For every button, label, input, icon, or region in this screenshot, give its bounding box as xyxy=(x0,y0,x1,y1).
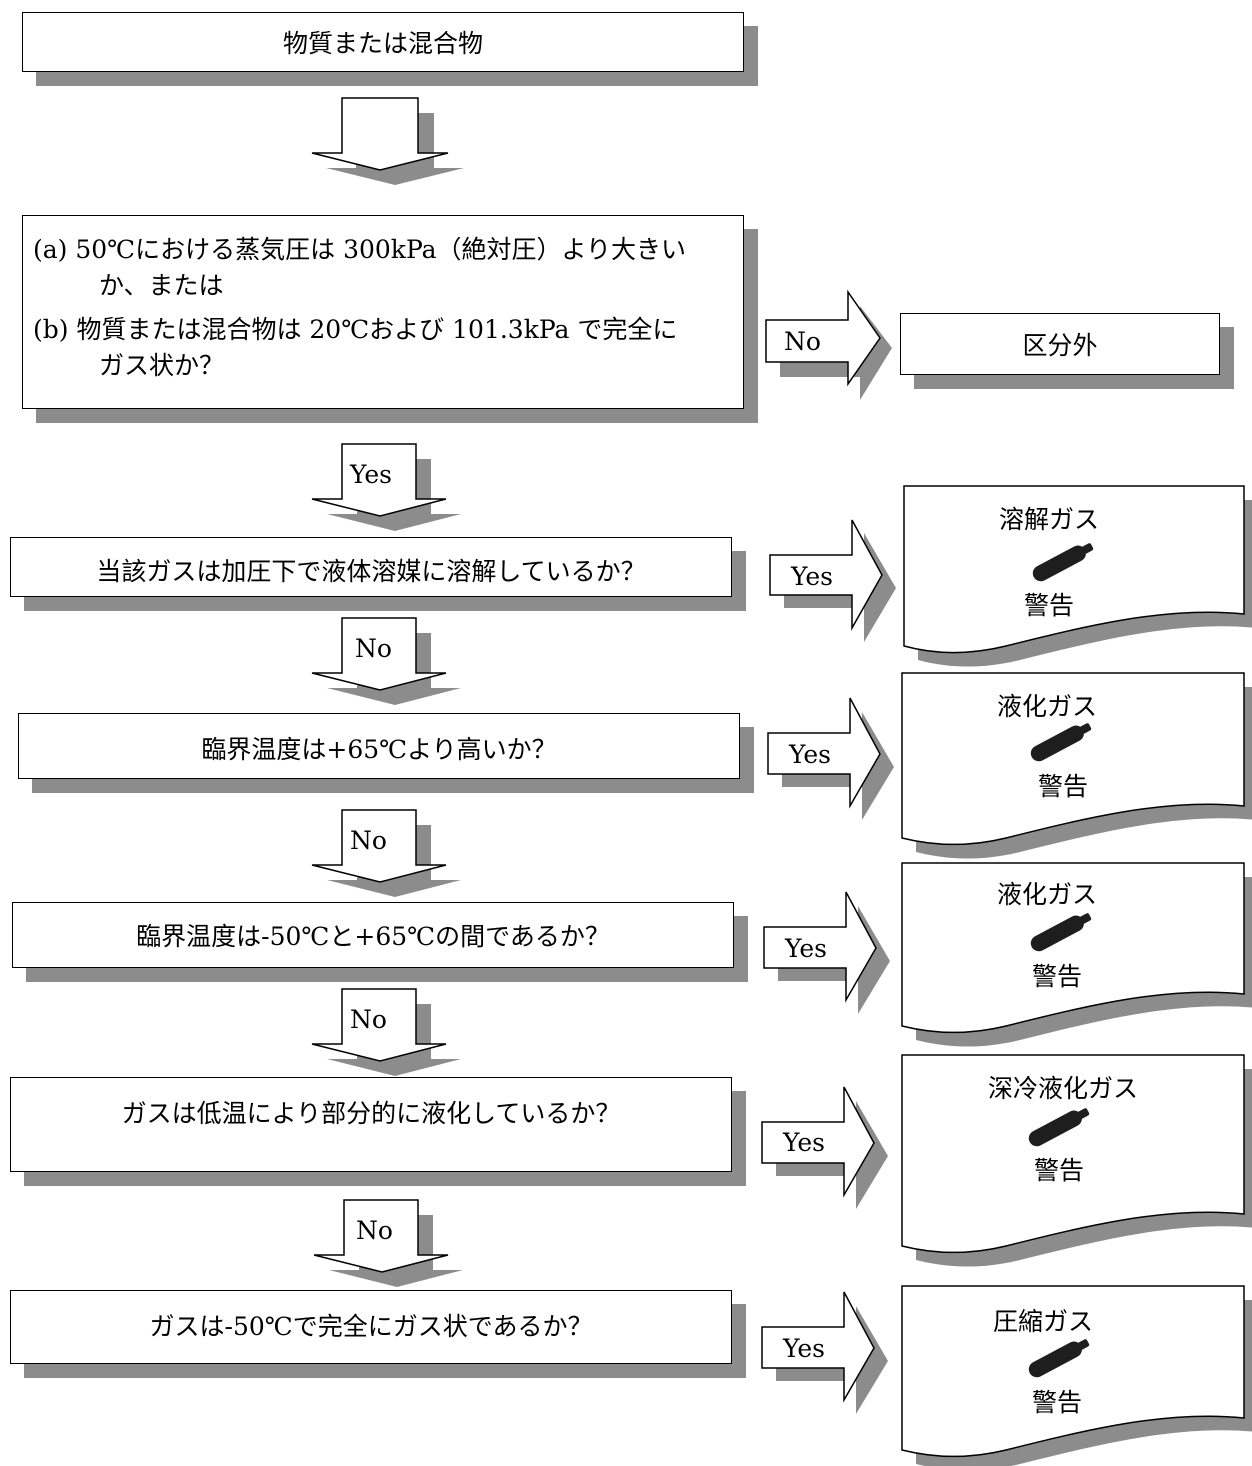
result-signal-3: 警告 xyxy=(1031,962,1082,991)
result-title-2: 液化ガス xyxy=(996,692,1097,721)
question-box-refrigerated: ガスは低温により部分的に液化しているか？ xyxy=(10,1077,732,1172)
right-arrow-yes-4 xyxy=(761,1086,888,1209)
start-box-label: 物質または混合物 xyxy=(282,29,483,58)
start-box: 物質または混合物 xyxy=(22,12,744,72)
question-text-compressed: ガスは-50℃で完全にガス状であるか？ xyxy=(149,1312,593,1341)
arrow-label-yes-4: Yes xyxy=(783,1128,825,1157)
arrow-label-no-1: No xyxy=(355,634,392,663)
question-box-critical-high: 臨界温度は+65℃より高いか？ xyxy=(18,713,740,779)
result-title-4: 深冷液化ガス xyxy=(987,1074,1138,1103)
question-text-critical-range: 臨界温度は-50℃と+65℃の間であるか？ xyxy=(136,922,610,951)
question-text-critical-high: 臨界温度は+65℃より高いか？ xyxy=(201,735,557,764)
main-question-line-1: (a) 50℃における蒸気圧は 300kPa（絶対圧）より大きい xyxy=(33,235,687,264)
down-arrow-1 xyxy=(311,97,464,185)
down-arrow-5 xyxy=(311,988,461,1076)
right-arrow-no xyxy=(765,289,892,400)
arrow-label-no-4: No xyxy=(356,1216,393,1245)
arrow-label-yes-1: Yes xyxy=(791,562,833,591)
right-arrow-yes-3 xyxy=(763,891,890,1014)
result-document-3 xyxy=(901,862,1252,1047)
down-arrow-3 xyxy=(311,617,461,705)
result-document-4 xyxy=(901,1054,1252,1267)
not-classified-box: 区分外 xyxy=(900,313,1220,375)
right-arrow-yes-5 xyxy=(761,1291,888,1414)
question-text-refrigerated: ガスは低温により部分的に液化しているか？ xyxy=(121,1099,621,1128)
arrow-label-yes-2: Yes xyxy=(789,740,831,769)
main-question-line-3: (b) 物質または混合物は 20℃および 101.3kPa で完全に xyxy=(33,315,678,344)
result-title-3: 液化ガス xyxy=(996,880,1097,909)
arrow-label-no-main: No xyxy=(784,327,821,356)
down-arrow-2 xyxy=(311,443,461,531)
arrow-label-no-2: No xyxy=(350,826,387,855)
main-question-line-2: か、または xyxy=(99,271,224,300)
arrow-label-yes-5: Yes xyxy=(783,1334,825,1363)
result-signal-1: 警告 xyxy=(1023,591,1074,620)
arrow-label-yes-3: Yes xyxy=(785,934,827,963)
result-signal-4: 警告 xyxy=(1033,1156,1084,1185)
result-title-1: 溶解ガス xyxy=(998,505,1099,534)
not-classified-label: 区分外 xyxy=(1022,331,1098,360)
main-question-line-4: ガス状か？ xyxy=(99,351,225,380)
down-arrow-4 xyxy=(311,809,461,897)
right-arrow-yes-2 xyxy=(767,697,894,820)
result-document-5 xyxy=(901,1285,1252,1466)
result-document-2 xyxy=(901,672,1252,859)
down-arrow-6 xyxy=(313,1199,463,1287)
arrow-label-no-3: No xyxy=(350,1005,387,1034)
question-box-compressed: ガスは-50℃で完全にガス状であるか？ xyxy=(10,1290,732,1364)
question-box-critical-range: 臨界温度は-50℃と+65℃の間であるか？ xyxy=(12,902,734,968)
result-document-1 xyxy=(903,485,1252,667)
result-signal-2: 警告 xyxy=(1037,772,1088,801)
question-text-dissolved: 当該ガスは加圧下で液体溶媒に溶解しているか？ xyxy=(96,557,646,586)
result-title-5: 圧縮ガス xyxy=(992,1307,1093,1336)
main-question-box: (a) 50℃における蒸気圧は 300kPa（絶対圧）より大きい か、または (… xyxy=(22,215,744,409)
right-arrow-yes-1 xyxy=(769,519,896,642)
question-box-dissolved: 当該ガスは加圧下で液体溶媒に溶解しているか？ xyxy=(10,537,732,597)
result-signal-5: 警告 xyxy=(1031,1388,1082,1417)
arrow-label-yes-main: Yes xyxy=(350,460,392,489)
